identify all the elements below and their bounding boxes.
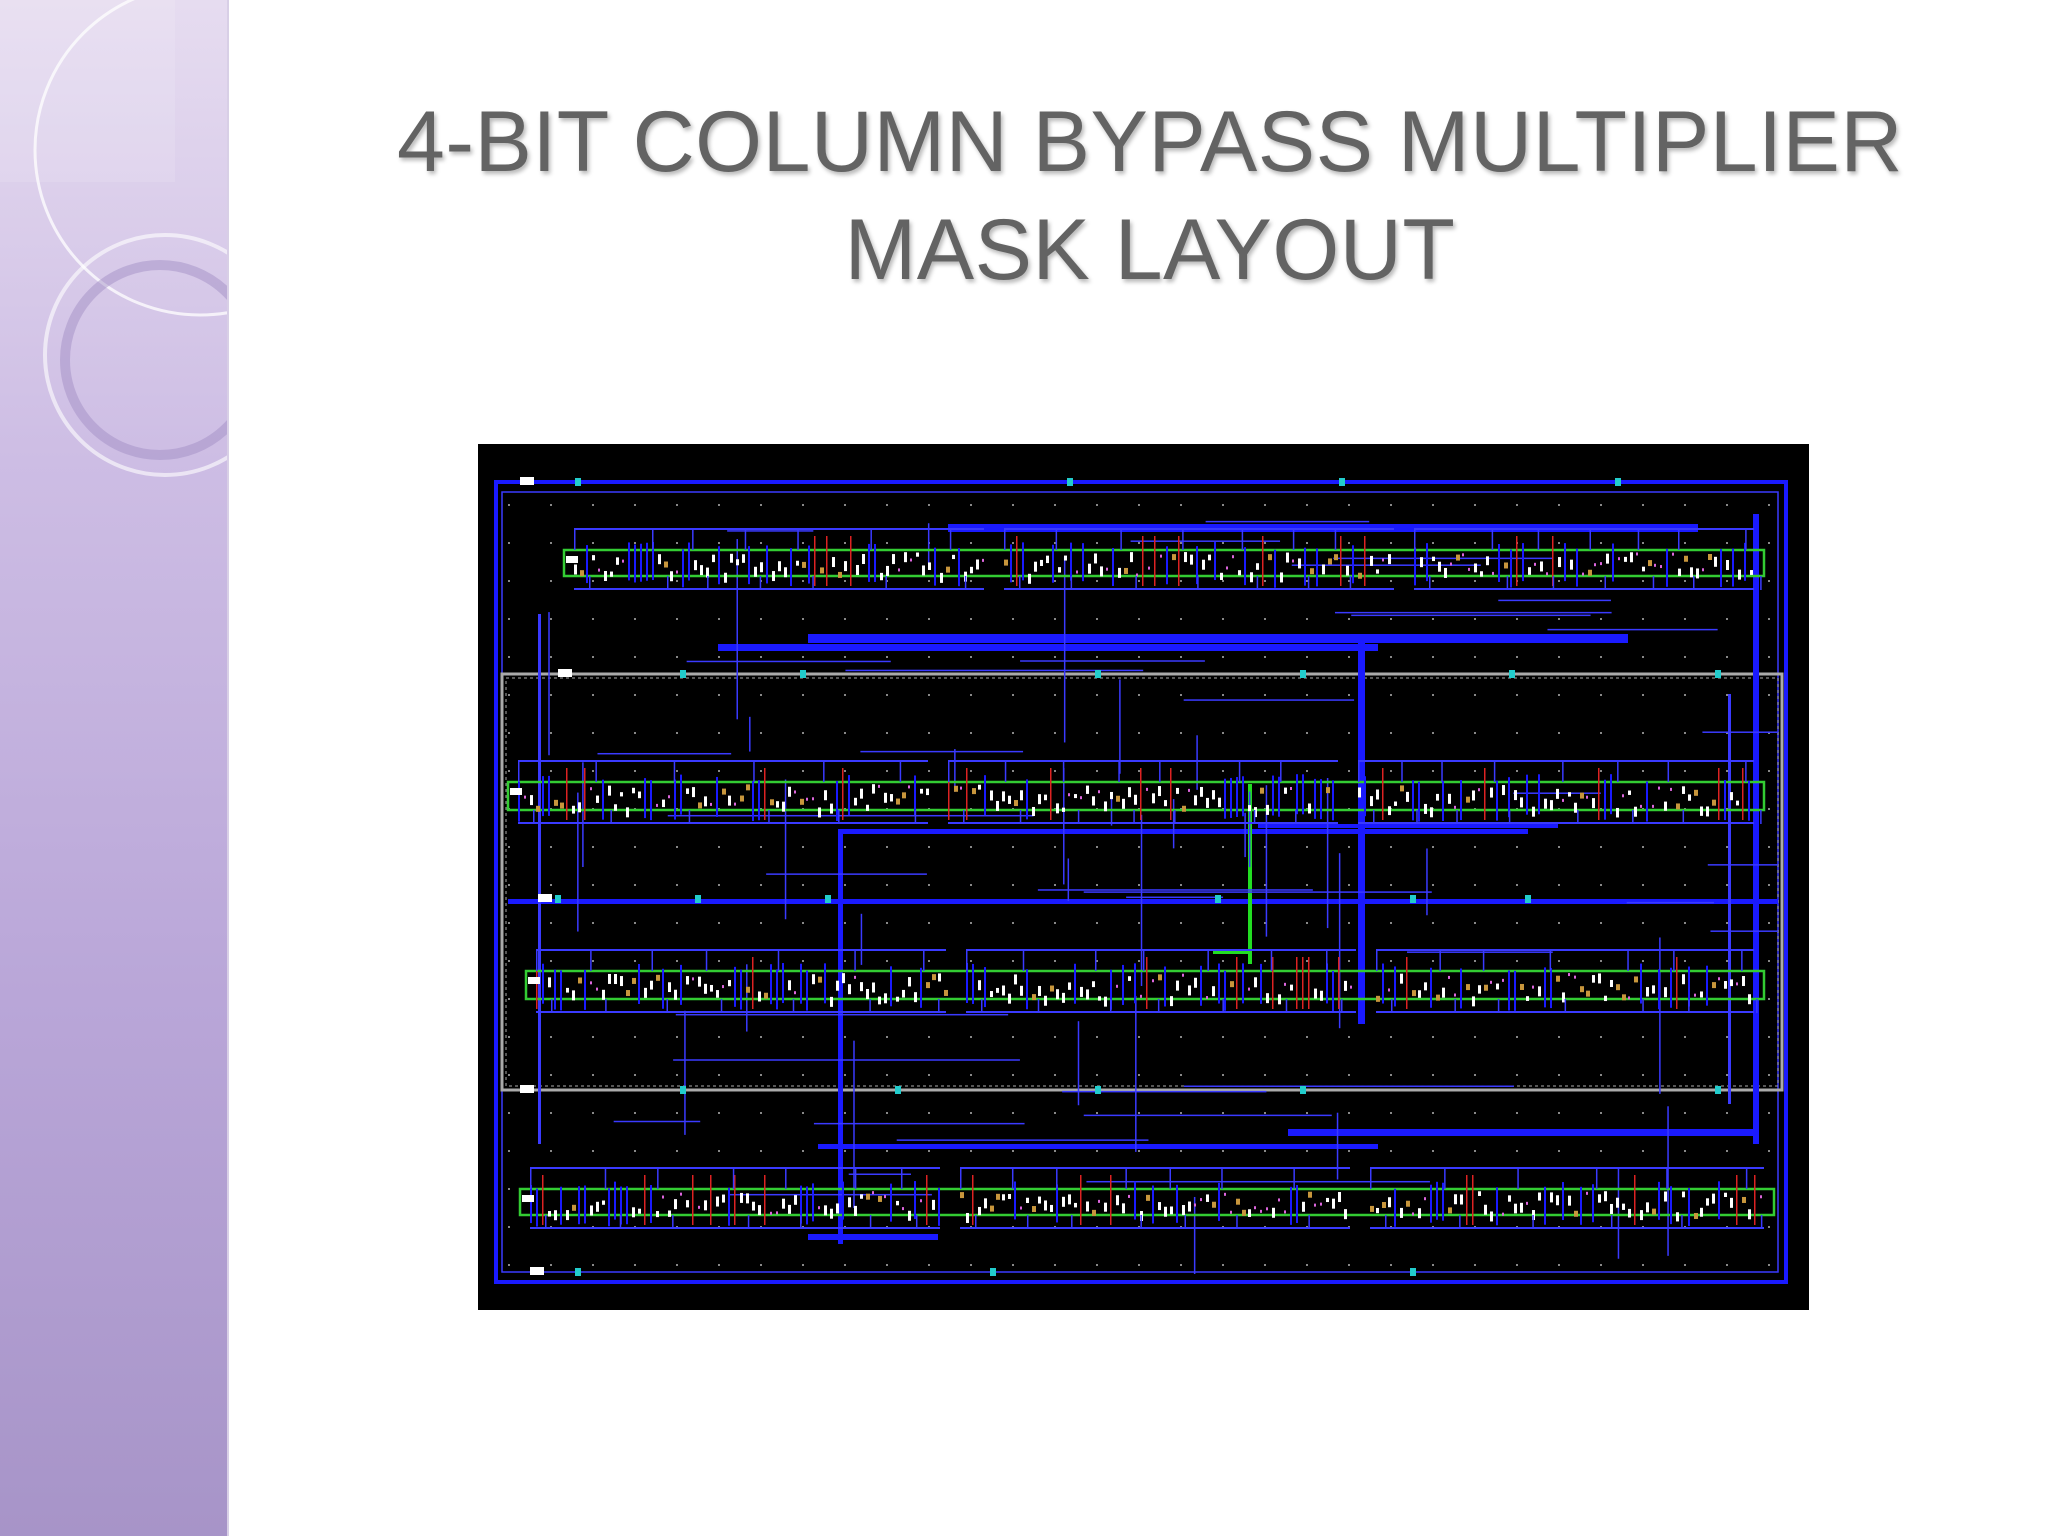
mask-layout-image — [494, 477, 1788, 1284]
decorative-rings-icon — [0, 0, 227, 477]
decorative-side-band — [0, 0, 227, 1536]
slide-title-line-1: 4-BIT COLUMN BYPASS MULTIPLIER — [396, 94, 1904, 190]
standard-cell-row — [524, 969, 1766, 1001]
layout-outer-frame — [494, 480, 1788, 1284]
side-band-edge — [227, 0, 229, 1536]
green-jumper-wire — [1248, 784, 1252, 964]
standard-cell-row — [506, 780, 1766, 812]
mask-layout-figure — [478, 444, 1809, 1310]
standard-cell-row — [518, 1187, 1776, 1217]
slide-title-line-2: MASK LAYOUT — [844, 202, 1456, 298]
layout-cell-boundary — [500, 672, 1784, 1092]
standard-cell-row — [562, 548, 1766, 578]
slide-title: 4-BIT COLUMN BYPASS MULTIPLIER MASK LAYO… — [330, 88, 1970, 304]
